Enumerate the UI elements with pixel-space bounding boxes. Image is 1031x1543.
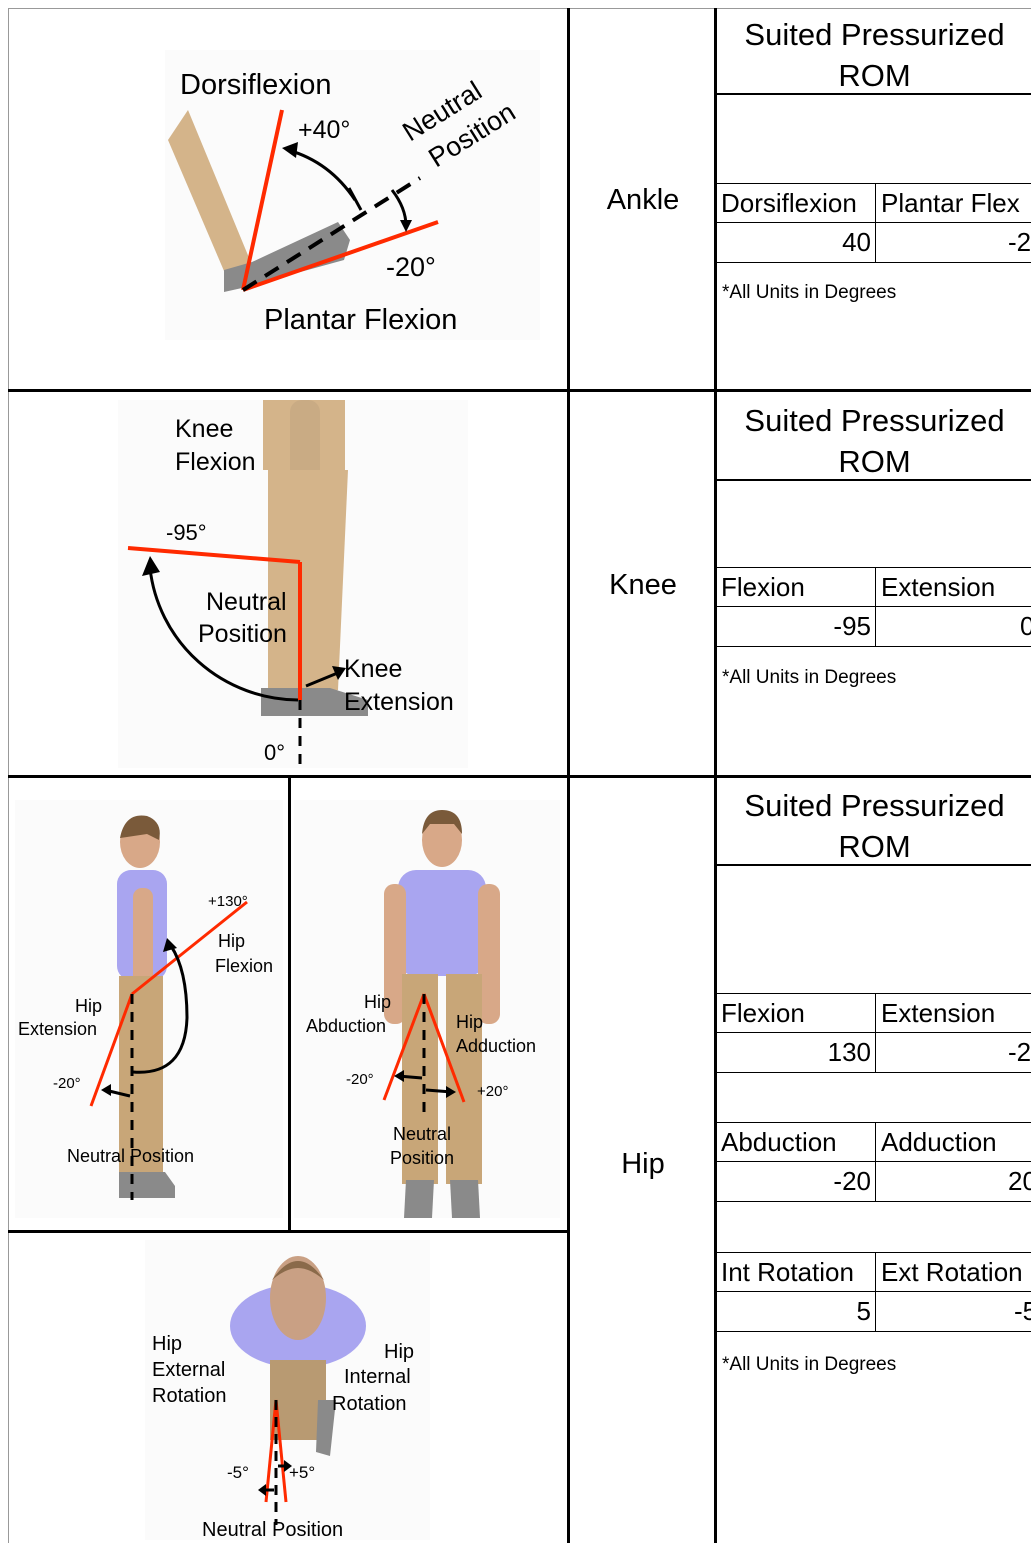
hip-top-head [270,1256,326,1340]
hip-units-note: *All Units in Degrees [722,1354,896,1376]
ankle-dorsiflexion-text: Dorsiflexion [180,69,332,101]
hip-header-abduction: Abduction [716,1122,876,1162]
ankle-header-plantar: Plantar Flex [876,183,1031,223]
hip-top-int-line1: Hip [384,1341,414,1363]
knee-figure: Knee Flexion -95° Neutral Position Knee … [118,400,478,770]
knee-zero-text: 0° [264,740,285,765]
hip-value-int-rotation: 5 [716,1292,876,1332]
hip-front-shoes-right [450,1180,480,1218]
knee-minus95-text: -95° [166,520,207,545]
hip-header-flexion: Flexion [716,993,876,1033]
hip-front-abd-line1: Hip [364,992,391,1012]
hip-front-torso [398,870,486,976]
hip-joint-label: Hip [571,1148,715,1181]
hip-top-int-line2: Internal [344,1366,411,1388]
hip-value-flexion: 130 [716,1033,876,1073]
hip-side-neutral: Neutral Position [67,1146,194,1166]
hip-title-underline [716,864,1031,866]
hip-value-abduction: -20 [716,1162,876,1202]
ankle-title-underline [716,93,1031,95]
knee-header-extension: Extension [876,567,1031,607]
hip-header-int-rotation: Int Rotation [716,1252,876,1292]
hip-top-int-line3: Rotation [332,1393,407,1415]
knee-leg-shape [268,470,348,700]
hip-top-ext-line2: External [152,1359,225,1381]
hip-side-plus130: +130° [208,893,248,910]
hip-front-minus20: -20° [346,1071,374,1088]
hip-side-flex-line1: Hip [218,931,245,951]
ankle-minus20-text: -20° [386,252,436,282]
hip-front-add-line1: Hip [456,1012,483,1032]
hip-value-ext-rotation: -5 [876,1292,1031,1332]
ankle-units-note: *All Units in Degrees [722,282,896,304]
hip-value-adduction: 20 [876,1162,1031,1202]
knee-title-underline [716,479,1031,481]
hip-value-extension: -20 [876,1033,1031,1073]
hip-front-shoes [404,1180,434,1218]
knee-flex-line2: Flexion [175,448,256,476]
hip-top-ext-line3: Rotation [152,1385,227,1407]
hip-side-flex-line2: Flexion [215,956,273,976]
hip-rom-title-line2: ROM [718,826,1031,867]
hip-rom-title-line1: Suited Pressurized [718,785,1031,826]
ankle-value-dorsiflexion: 40 [716,223,876,263]
row-divider-knee-hip [8,775,1031,778]
hip-front-abd-line2: Abduction [306,1016,386,1036]
knee-neutral-line1: Neutral [206,588,287,616]
knee-joint-label: Knee [571,569,715,602]
knee-neutral-line2: Position [198,620,287,648]
hip-side-ext-line2: Extension [18,1019,97,1039]
hip-side-shoes [119,1172,175,1198]
ankle-rom-title-line2: ROM [718,55,1031,96]
hip-side-figure: +130° Hip Flexion Hip Extension -20° Neu… [15,800,285,1220]
hip-front-neutral-line2: Position [390,1148,454,1168]
knee-flex-line1: Knee [175,415,233,443]
hip-figure-vdivider [288,776,291,1231]
hip-front-figure: Hip Abduction Hip Adduction -20° +20° Ne… [294,800,562,1220]
knee-value-extension: 0 [876,607,1031,647]
hip-header-extension: Extension [876,993,1031,1033]
hip-top-plus5: +5° [289,1463,315,1482]
hip-header-adduction: Adduction [876,1122,1031,1162]
ankle-header-dorsiflexion: Dorsiflexion [716,183,876,223]
hip-header-ext-rotation: Ext Rotation [876,1252,1031,1292]
ankle-figure: Dorsiflexion +40° Neutral Position -20° … [160,50,550,350]
ankle-joint-label: Ankle [571,184,715,217]
hip-top-ext-line1: Hip [152,1333,182,1355]
knee-units-note: *All Units in Degrees [722,667,896,689]
ankle-plus40-text: +40° [298,116,350,144]
knee-rom-title-line1: Suited Pressurized [718,400,1031,441]
ankle-rom-title-line1: Suited Pressurized [718,14,1031,55]
knee-ext-line2: Extension [344,688,454,716]
knee-ext-line1: Knee [344,655,402,683]
hip-top-neutral: Neutral Position [202,1519,343,1540]
knee-value-flexion: -95 [716,607,876,647]
hip-top-minus5: -5° [227,1463,249,1482]
hip-front-plus20: +20° [477,1083,508,1100]
ankle-plantar-text: Plantar Flexion [264,304,457,336]
hip-front-neutral-line1: Neutral [393,1124,451,1144]
knee-header-flexion: Flexion [716,567,876,607]
ankle-value-plantar: -20 [876,223,1031,263]
hip-front-add-line2: Adduction [456,1036,536,1056]
knee-rom-title-line2: ROM [718,441,1031,482]
hip-side-minus20: -20° [53,1075,81,1092]
hip-side-ext-line1: Hip [75,996,102,1016]
hip-top-figure: Hip External Rotation Hip Internal Rotat… [140,1240,440,1540]
row-divider-ankle-knee [8,389,1031,392]
